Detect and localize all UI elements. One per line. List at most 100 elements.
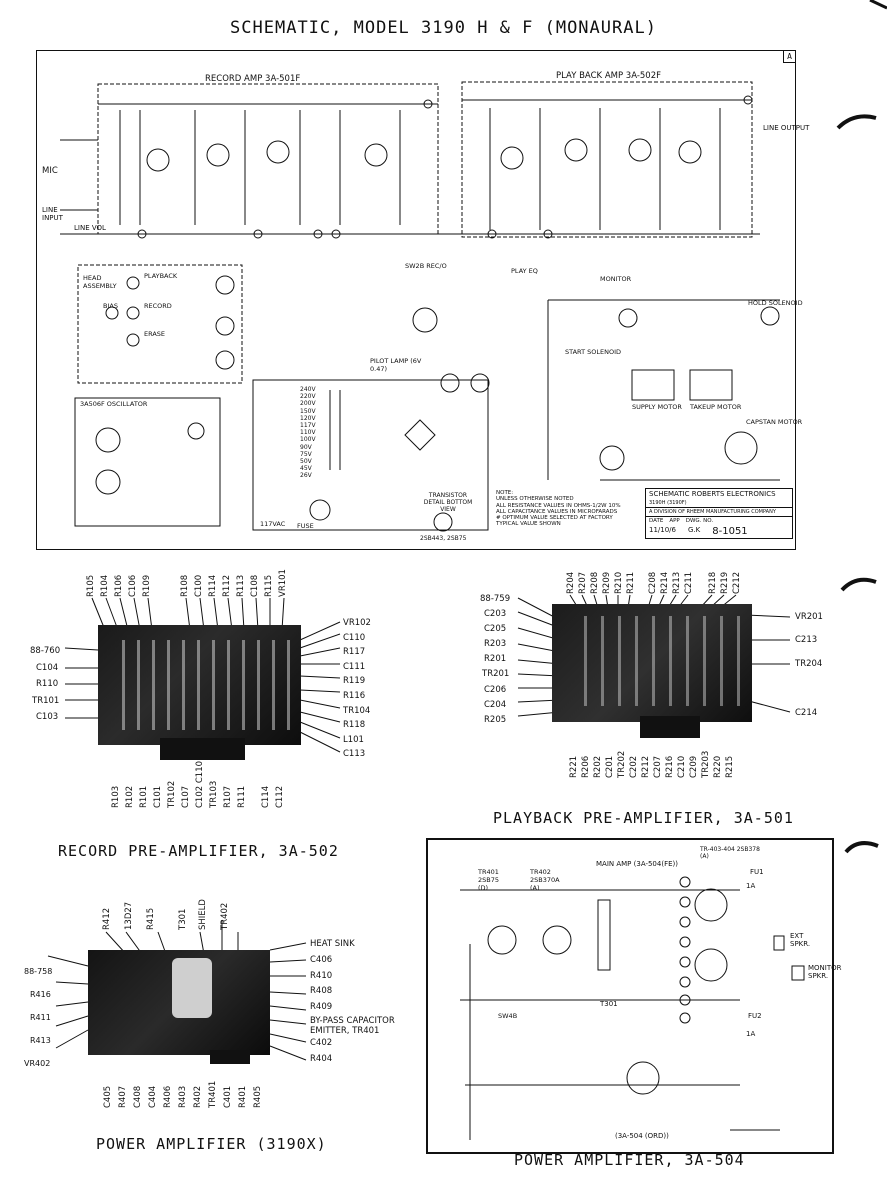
component-label: R205 [484, 714, 507, 725]
component-label: R413 [30, 1036, 51, 1045]
corner-letter-box: A [783, 50, 796, 63]
component-label: 88-758 [24, 967, 53, 976]
record-preamp-tab [160, 738, 245, 760]
component-label: R116 [343, 690, 366, 701]
play-eq-label: PLAY EQ [511, 267, 538, 275]
record-left-labels: 88-760 C104 R110 TR101 C103 [30, 643, 60, 726]
playback-preamp-components [570, 616, 740, 706]
voltage-tap: 50V [300, 458, 312, 466]
component-label: R117 [343, 647, 366, 658]
bias-label: BIAS [103, 302, 118, 310]
voltage-tap: 100V [300, 436, 316, 444]
component-label: R110 [36, 679, 59, 689]
ext-spkr-label: EXT SPKR. [790, 932, 811, 948]
voltage-tap: 90V [300, 443, 312, 451]
fuse2-label: FU2 [748, 1012, 762, 1020]
start-solenoid-label: START SOLENOID [565, 348, 621, 356]
oscillator-outline [74, 397, 221, 527]
voltage-tap: 240V [300, 386, 316, 393]
component-label: HEAT SINK [310, 939, 355, 949]
capstan-motor-label: CAPSTAN MOTOR [746, 418, 803, 426]
note-line: TYPICAL VALUE SHOWN [496, 521, 561, 528]
voltage-tap: 45V [300, 465, 312, 473]
line-output-label: LINE OUTPUT [763, 124, 810, 132]
notes-block: NOTE: UNLESS OTHERWISE NOTED ALL RESISTA… [496, 490, 621, 528]
rec-switch-label: SW2B REC/O [405, 262, 447, 270]
voltage-tap: 110V [300, 429, 316, 437]
edge-arc [836, 114, 877, 130]
component-label: L101 [343, 734, 364, 745]
page-title: SCHEMATIC, MODEL 3190 H & F (MONAURAL) [230, 18, 657, 38]
playback-preamp-tab [640, 716, 700, 738]
power-amp-schematic-caption: POWER AMPLIFIER, 3A-504 [514, 1151, 745, 1169]
voltage-tap: 220V [300, 393, 316, 401]
component-label: VR402 [24, 1059, 51, 1068]
transistor-detail-label: TRANSISTOR DETAIL BOTTOM VIEW [423, 492, 473, 513]
main-amp-label: MAIN AMP (3A-504(FE)) [596, 860, 678, 868]
component-label: R118 [343, 720, 366, 731]
component-label: C203 [484, 609, 507, 620]
component-label: C214 [795, 708, 818, 718]
component-label: R203 [484, 639, 507, 650]
component-label: VR201 [795, 612, 823, 622]
edge-corner [869, 0, 887, 10]
fuse1-label: FU1 [750, 868, 764, 876]
title-block-models: 3190H (3190F) [649, 500, 687, 506]
tr401-label: TR401 2SB75 (D) [478, 868, 499, 892]
date-label: DATE [649, 518, 664, 524]
record-right-labels: VR102 C110 R117 C111 R119 R116 TR104 R11… [343, 616, 371, 762]
fuse1-rating: 1A [746, 882, 756, 890]
title-block-division: A DIVISION OF RHEEM MANUFACTURING COMPAN… [646, 508, 792, 517]
component-label: C402 [310, 1037, 333, 1048]
record-amp-label: RECORD AMP 3A-501F [205, 74, 301, 84]
component-label: VR102 [343, 618, 371, 628]
component-label: C111 [343, 661, 366, 672]
component-label: C104 [36, 662, 59, 673]
playback-amp-outline [461, 81, 753, 238]
power-amp-photo-caption: POWER AMPLIFIER (3190X) [96, 1135, 327, 1153]
line-vol-label: LINE VOL [74, 224, 106, 232]
playback-amp-label: PLAY BACK AMP 3A-502F [556, 71, 662, 81]
mic-label: MIC [42, 166, 58, 176]
note-line: ALL RESISTANCE VALUES IN OHMS-1/2W 10% [496, 502, 621, 509]
playback-preamp-caption: PLAYBACK PRE-AMPLIFIER, 3A-501 [493, 809, 794, 827]
supply-motor-label: SUPPLY MOTOR [632, 403, 682, 411]
component-label: R404 [310, 1053, 333, 1064]
component-label: C113 [343, 749, 366, 760]
main-schematic-panel [36, 50, 796, 550]
fuse-label: FUSE [297, 522, 314, 530]
voltage-tap: 75V [300, 450, 312, 458]
record-preamp-components [110, 640, 290, 730]
voltage-tap: 26V [300, 472, 312, 480]
oscillator-label: 3A506F OSCILLATOR [80, 400, 148, 408]
power-amp-schematic-panel [426, 838, 834, 1154]
title-block-heading-text: SCHEMATIC ROBERTS ELECTRONICS [649, 490, 776, 498]
head-assembly-outline [77, 264, 243, 384]
component-label: TR204 [795, 659, 823, 669]
note-title: NOTE: [496, 490, 514, 496]
output-transformer [597, 899, 611, 971]
component-label: C205 [484, 624, 507, 635]
playback-preamp-photo [552, 604, 752, 722]
line-input-label: LINE INPUT [42, 206, 63, 222]
component-label: C206 [484, 684, 507, 695]
component-label: R408 [310, 986, 333, 997]
ac-input-label: 117VAC [260, 520, 286, 528]
app-label: APP [669, 518, 680, 524]
voltage-tap: 120V [300, 414, 316, 422]
component-label: R201 [484, 654, 507, 665]
voltage-tap: 200V [300, 400, 316, 408]
component-label: TR101 [32, 695, 60, 706]
playback-left-labels: 88-759 C203 C205 R203 R201 TR201 C206 C2… [480, 592, 510, 728]
app-value: G.K [688, 526, 701, 534]
tr403-label: TR-403-404 2SB378 (A) [700, 846, 760, 860]
component-label: R119 [343, 676, 366, 687]
playback-head-label: PLAYBACK [144, 272, 178, 280]
component-label: BY-PASS CAPACITOR [310, 1015, 395, 1026]
record-head-label: RECORD [144, 302, 172, 310]
dwg-value: 8-1051 [712, 526, 748, 537]
note-line: UNLESS OTHERWISE NOTED [496, 496, 574, 503]
title-block-fields: DATE APP DWG. NO. [646, 517, 792, 525]
component-label: 88-760 [30, 646, 61, 656]
